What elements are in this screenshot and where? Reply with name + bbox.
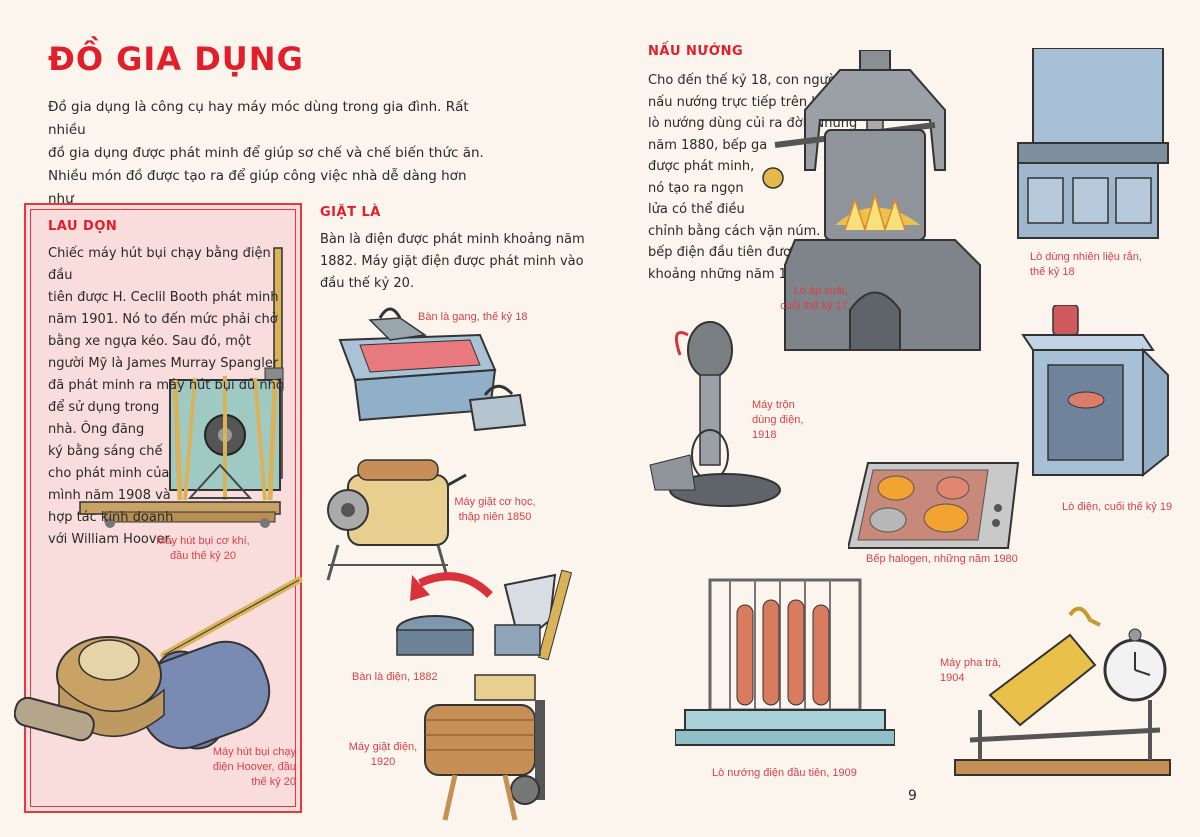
caption-hoover-vacuum: Máy hút bụi chạy điện Hoover, đầu thế kỷ… (178, 745, 296, 790)
caption-line: đầu thế kỷ 20 (169, 550, 237, 562)
lau-don-line: năm 1901. Nó to đến mức phải chở (48, 312, 278, 327)
caption-line: Lò dùng nhiên liệu rắn, (1030, 251, 1142, 263)
giat-la-heading: GIẶT LÀ (320, 205, 381, 220)
caption-line: Máy trộn (752, 399, 795, 411)
caption-electric-toaster: Lò nướng điện đầu tiên, 1909 (712, 767, 857, 779)
mechanical-vacuum-illustration (79, 247, 284, 528)
nau-nuong-line: được phát minh, (648, 159, 755, 174)
intro-line: đồ gia dụng được phát minh để giúp sơ ch… (48, 145, 484, 161)
caption-line: 1918 (752, 429, 777, 441)
giat-la-line: đầu thế kỷ 20. (320, 276, 415, 291)
caption-electric-oven: Lò điện, cuối thế kỷ 19 (1062, 501, 1173, 513)
lau-don-line: tiên được H. Ceclil Booth phát minh (48, 290, 279, 305)
page-number: 9 (908, 788, 917, 804)
caption-line: Máy hút bụi chạy (212, 746, 296, 758)
lau-don-line: cho phát minh của (48, 466, 170, 481)
nau-nuong-line: nấu nướng trực tiếp trên lửa. Rồi (648, 94, 860, 110)
lau-don-line: bằng xe ngựa kéo. Sau đó, một (48, 334, 251, 349)
giat-la-text: Bàn là điện được phát minh khoảng năm 18… (320, 229, 620, 295)
caption-line: Máy pha trà, (940, 657, 1002, 669)
lau-don-line: với William Hoover. (48, 532, 173, 547)
giat-la-line: 1882. Máy giặt điện được phát minh vào (320, 254, 584, 269)
caption-line: Máy hút bụi cơ khí, (156, 535, 250, 547)
intro-line: Đồ gia dụng là công cụ hay máy móc dùng … (48, 99, 469, 138)
caption-line: Máy giặt cơ học, (454, 496, 536, 508)
lau-don-line: người Mỹ là James Murray Spangler (48, 356, 279, 371)
caption-line: thập niên 1850 (458, 511, 532, 523)
lau-don-heading: LAU DỌN (48, 219, 118, 234)
caption-cast-iron: Bàn là gang, thế kỷ 18 (418, 311, 528, 323)
caption-line: Máy giặt điện, (348, 741, 418, 753)
nau-nuong-line: khoảng những năm 1890. (648, 266, 816, 282)
caption-mechanical-washer: Máy giặt cơ học, thập niên 1850 (440, 495, 550, 525)
mechanical-washer-illustration (326, 459, 467, 581)
nau-nuong-line: Cho đến thế kỷ 18, con người vẫn (648, 73, 868, 88)
pressure-cooker-illustration (762, 50, 981, 351)
lau-don-line: đã phát minh ra máy hút bụi đủ nhỏ (48, 378, 284, 393)
electric-iron-illustration (396, 569, 573, 661)
caption-electric-washer: Máy giặt điện, 1920 (338, 740, 428, 770)
nau-nuong-line: chỉnh bằng cách vặn núm. Loại (648, 223, 852, 239)
lau-don-line: ký bằng sáng chế (48, 444, 163, 459)
solid-fuel-stove-illustration (1017, 48, 1169, 239)
caption-electric-mixer: Máy trộn dùng điện, 1918 (752, 398, 803, 443)
electric-toaster-illustration (675, 578, 895, 746)
caption-line: 1920 (370, 756, 396, 768)
caption-line: thế kỷ 18 (1030, 266, 1075, 278)
caption-line: cuối thế kỷ 17 (780, 300, 848, 312)
giat-la-line: Bàn là điện được phát minh khoảng năm (320, 232, 585, 247)
caption-line: thế kỷ 20 (251, 776, 296, 788)
caption-line: 1904 (940, 672, 965, 684)
electric-washer-illustration (424, 674, 545, 821)
lau-don-line: mình năm 1908 và (48, 488, 171, 503)
lau-don-line: nhà. Ông đăng (48, 422, 145, 437)
nau-nuong-line: lửa có thể điều (648, 202, 745, 217)
lau-don-line: Chiếc máy hút bụi chạy bằng điện đầu (48, 246, 271, 283)
caption-tea-maker: Máy pha trà, 1904 (940, 656, 1001, 686)
caption-solid-fuel-stove: Lò dùng nhiên liệu rắn, thế kỷ 18 (1030, 250, 1142, 280)
caption-pressure-cooker: Lò áp suất, cuối thế kỷ 17 (748, 284, 848, 314)
nau-nuong-line: nó tạo ra ngọn (648, 180, 744, 196)
cast-iron-iron-illustration (338, 307, 527, 432)
caption-halogen-hob: Bếp halogen, những năm 1980 (866, 553, 1018, 565)
electric-mixer-illustration (649, 321, 781, 507)
caption-line: dùng điện, (752, 414, 804, 426)
lau-don-line: để sử dụng trong (48, 400, 160, 415)
nau-nuong-heading: NẤU NƯỚNG (648, 44, 744, 59)
lau-don-text: Chiếc máy hút bụi chạy bằng điện đầu tiê… (48, 243, 288, 551)
hoover-vacuum-illustration (14, 576, 303, 750)
caption-mechanical-vacuum: Máy hút bụi cơ khí, đầu thế kỷ 20 (138, 534, 268, 564)
caption-line: điện Hoover, đầu (212, 761, 296, 773)
nau-nuong-line: năm 1880, bếp ga (648, 137, 768, 153)
caption-electric-iron: Bàn là điện, 1882 (352, 671, 438, 683)
halogen-hob-illustration (848, 462, 1020, 549)
caption-line: Lò áp suất, (793, 285, 848, 297)
lau-don-line: hợp tác kinh doanh (48, 510, 174, 525)
page-title: ĐỒ GIA DỤNG (48, 40, 304, 78)
electric-oven-illustration (1021, 305, 1169, 478)
tea-maker-illustration (954, 606, 1171, 776)
